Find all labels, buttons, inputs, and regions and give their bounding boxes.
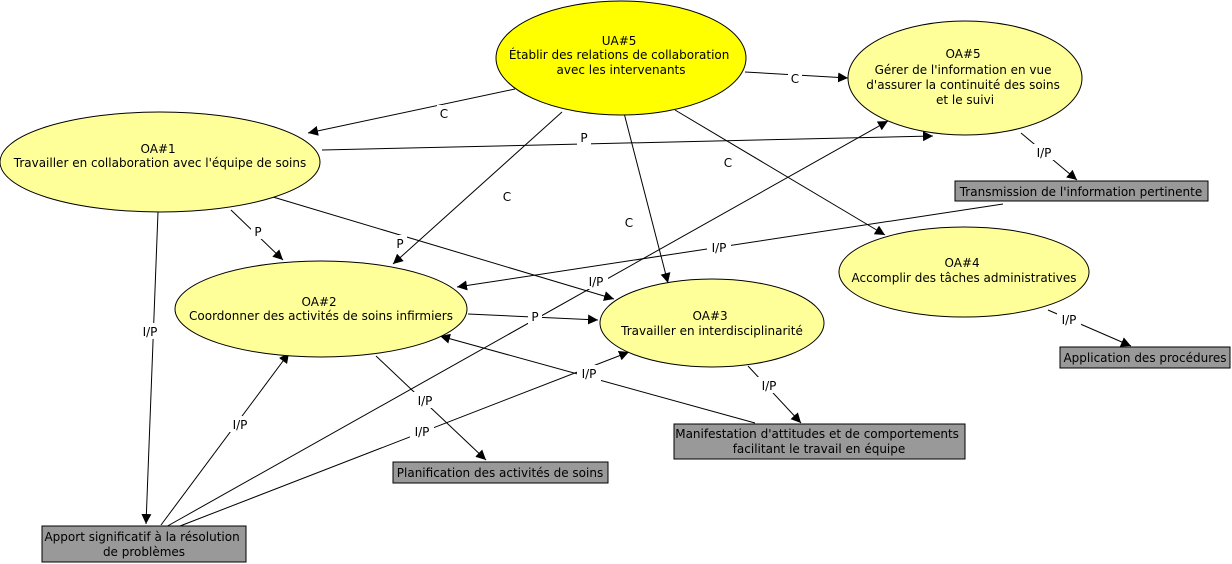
- edge-oa1-apport: [141, 211, 159, 525]
- edge-oa3-manifestation: [747, 365, 802, 424]
- node-oa5-line-3: et le suivi: [936, 93, 994, 107]
- label-oa2-planification: I/P: [418, 394, 433, 408]
- edge-ua5-oa3: [623, 112, 671, 284]
- node-oa2-shape: [174, 260, 468, 358]
- edge-labels: C C C C C P P P I/P P I/P I/P I/P I/P I/…: [138, 70, 1081, 439]
- svg-text:Planification des activités de: Planification des activités de soins: [397, 466, 603, 480]
- label-transmission-oa2: I/P: [712, 241, 727, 255]
- svg-text:Transmission de l'information: Transmission de l'information pertinente: [959, 185, 1203, 199]
- svg-text:OA#1 Travailler en colla: OA#1 Travailler en collaboration avec l'…: [13, 142, 307, 170]
- label-ua5-oa3: C: [625, 216, 633, 230]
- node-oa1-title: OA#1: [141, 142, 176, 156]
- box-apport-line-1: Apport significatif à la résolution: [44, 530, 239, 544]
- edge-apport-oa5: [163, 120, 889, 529]
- node-ua5-line-2: avec les intervenants: [557, 63, 686, 77]
- node-oa4-line-1: Accomplir des tâches administratives: [852, 271, 1077, 285]
- edge-ua5-oa4: [674, 109, 886, 236]
- box-application-shape: [1059, 346, 1231, 369]
- node-ua5[interactable]: UA#5 Établir des relations de collaborat…: [495, 0, 747, 116]
- box-planification[interactable]: Planification des activités de soins: [392, 461, 609, 484]
- edge-oa1-oa3: [272, 196, 615, 301]
- svg-text:Manifestation d'attitudes et d: Manifestation d'attitudes et de comporte…: [675, 427, 963, 456]
- label-oa4-application: I/P: [1062, 313, 1077, 327]
- svg-text:UA#5 Établir des relatio: UA#5 Établir des relations de collaborat…: [509, 34, 733, 77]
- box-transmission-line-1: Transmission de l'information pertinente: [959, 185, 1203, 199]
- svg-text:OA#4 Accomplir des tâche: OA#4 Accomplir des tâches administrative…: [852, 256, 1077, 285]
- label-oa1-apport: I/P: [143, 325, 158, 339]
- box-manifestation[interactable]: Manifestation d'attitudes et de comporte…: [673, 423, 966, 460]
- box-apport-shape: [41, 525, 247, 563]
- svg-text:Apport significatif à la résol: Apport significatif à la résolution de p…: [44, 530, 243, 559]
- node-oa1[interactable]: OA#1 Travailler en collaboration avec l'…: [0, 111, 321, 213]
- box-apport-line-2: de problèmes: [103, 545, 185, 559]
- node-oa4-shape: [838, 226, 1090, 318]
- svg-text:OA#3 Travailler en inter: OA#3 Travailler en interdisciplinarité: [620, 309, 803, 338]
- label-apport-oa2: I/P: [233, 418, 248, 432]
- svg-text:OA#2 Coordonner des acti: OA#2 Coordonner des activités de soins i…: [189, 295, 453, 323]
- box-manifestation-line-2: facilitant le travail en équipe: [733, 442, 906, 456]
- label-apport-oa5: I/P: [589, 275, 604, 289]
- edge-oa1-oa5: [321, 131, 934, 151]
- node-oa3-shape: [599, 278, 825, 368]
- node-oa5-shape: [847, 20, 1083, 136]
- label-ua5-oa2: C: [503, 190, 511, 204]
- node-oa5-title: OA#5: [946, 47, 981, 61]
- node-ua5-title: UA#5: [602, 34, 637, 48]
- label-oa1-oa5: P: [580, 131, 587, 145]
- box-application-line-1: Application des procédures: [1063, 351, 1226, 365]
- edge-apport-oa2: [160, 352, 290, 526]
- label-oa1-oa2: P: [254, 225, 261, 239]
- box-apport[interactable]: Apport significatif à la résolution de p…: [41, 525, 247, 563]
- label-ua5-oa4: C: [724, 156, 732, 170]
- svg-text:Application des procédures: Application des procédures: [1063, 351, 1226, 365]
- node-oa1-line-1: Travailler en collaboration avec l'équip…: [13, 156, 307, 170]
- node-oa4[interactable]: OA#4 Accomplir des tâches administrative…: [838, 226, 1090, 318]
- box-transmission-shape: [954, 180, 1209, 202]
- box-manifestation-shape: [673, 423, 966, 460]
- label-oa3-manifestation: I/P: [762, 379, 777, 393]
- node-oa2-title: OA#2: [302, 295, 337, 309]
- label-manifestation-oa2: I/P: [582, 367, 597, 381]
- svg-text:OA#5 Gérer de l'informat: OA#5 Gérer de l'information en vue d'ass…: [866, 47, 1063, 107]
- node-ua5-shape: [495, 0, 747, 116]
- node-ua5-line-1: Établir des relations de collaboration: [509, 47, 730, 62]
- box-planification-shape: [392, 461, 609, 484]
- node-oa1-shape: [0, 111, 321, 213]
- label-apport-oa3: I/P: [415, 425, 430, 439]
- label-ua5-oa5: C: [791, 72, 799, 86]
- label-oa1-oa3: P: [396, 237, 403, 251]
- node-oa5-line-1: Gérer de l'information en vue: [875, 63, 1052, 77]
- node-oa4-title: OA#4: [945, 256, 980, 270]
- node-oa2[interactable]: OA#2 Coordonner des activités de soins i…: [174, 260, 468, 358]
- label-ua5-oa1: C: [440, 107, 448, 121]
- box-planification-line-1: Planification des activités de soins: [397, 466, 603, 480]
- node-oa3[interactable]: OA#3 Travailler en interdisciplinarité: [599, 278, 825, 368]
- node-oa5-line-2: d'assurer la continuité des soins: [866, 78, 1060, 92]
- box-application[interactable]: Application des procédures: [1059, 346, 1231, 369]
- edge-ua5-oa2: [392, 111, 563, 265]
- label-oa5-transmission: I/P: [1037, 146, 1052, 160]
- node-oa2-line-1: Coordonner des activités de soins infirm…: [189, 309, 453, 323]
- label-oa2-oa3: P: [531, 310, 538, 324]
- edge-ua5-oa1: [307, 88, 516, 136]
- node-oa3-line-1: Travailler en interdisciplinarité: [620, 324, 803, 338]
- node-oa3-title: OA#3: [693, 309, 728, 323]
- node-oa5[interactable]: OA#5 Gérer de l'information en vue d'ass…: [847, 20, 1083, 136]
- box-transmission[interactable]: Transmission de l'information pertinente: [954, 180, 1209, 202]
- box-manifestation-line-1: Manifestation d'attitudes et de comporte…: [675, 427, 959, 441]
- edge-apport-oa3: [179, 350, 630, 527]
